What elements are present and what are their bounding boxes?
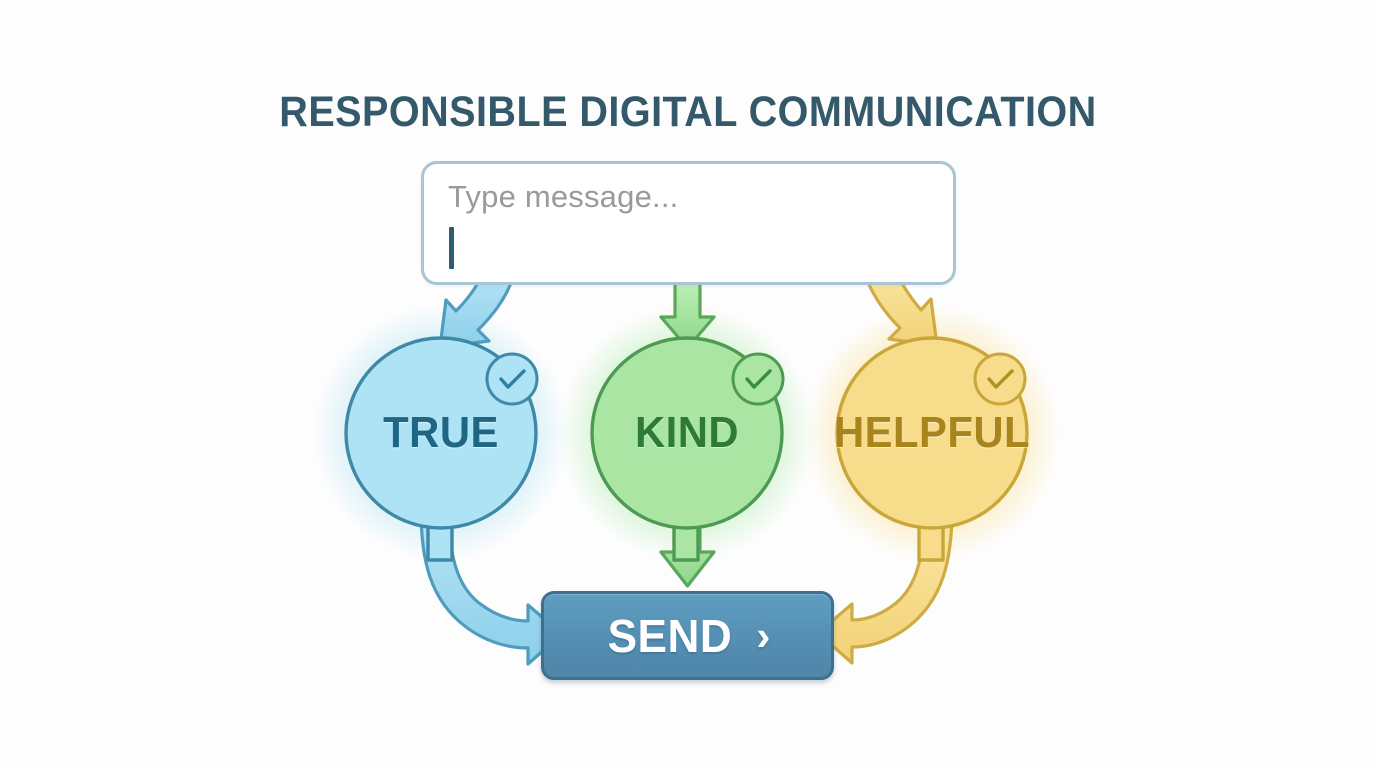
message-input[interactable]: Type message...: [421, 161, 956, 285]
check-icon-true: [499, 369, 526, 389]
send-button-label: SEND: [607, 609, 732, 662]
check-badge-helpful: [973, 352, 1027, 406]
chevron-right-icon: ›: [756, 611, 771, 659]
bubble-label-helpful: HELPFUL: [833, 408, 1031, 457]
filter-bubble-kind[interactable]: [590, 336, 785, 562]
send-button[interactable]: SEND ›: [541, 591, 834, 680]
check-icon-kind: [745, 369, 772, 389]
text-caret: [449, 227, 454, 269]
message-placeholder: Type message...: [448, 179, 679, 214]
check-badge-kind: [731, 352, 785, 406]
page-title: RESPONSIBLE DIGITAL COMMUNICATION: [279, 88, 1097, 136]
check-icon-helpful: [987, 369, 1014, 389]
filter-bubble-true[interactable]: [344, 336, 539, 562]
check-badge-true: [485, 352, 539, 406]
bubble-label-kind: KIND: [634, 408, 740, 457]
bubble-label-true: TRUE: [383, 408, 499, 457]
filter-bubble-helpful[interactable]: [835, 336, 1029, 562]
